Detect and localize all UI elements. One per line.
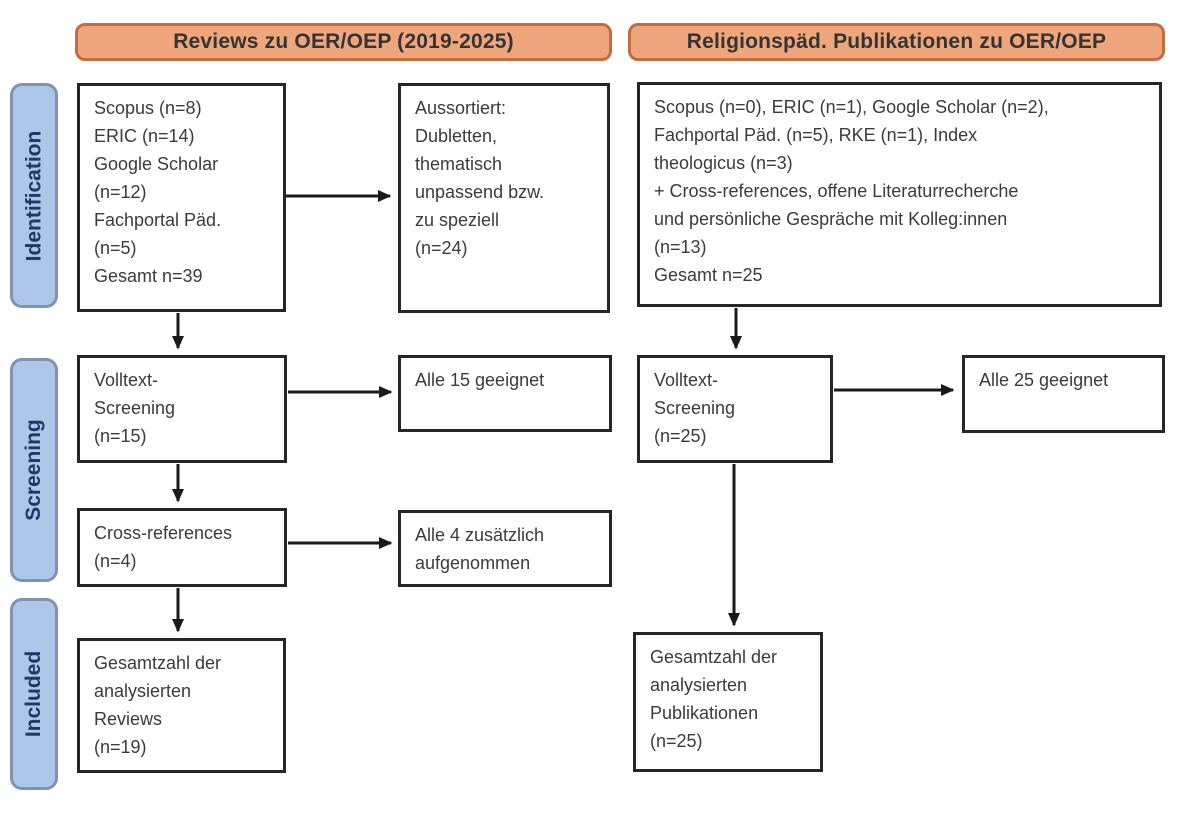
- box-fulltext-result-publications: Alle 25 geeignet: [962, 355, 1165, 433]
- stage-label-included-text: Included: [22, 650, 45, 738]
- box-included-publications: Gesamtzahl der analysierten Publikatione…: [633, 632, 823, 772]
- box-cross-references: Cross-references (n=4): [77, 508, 287, 587]
- box-excluded-duplicates: Aussortiert: Dubletten, thematisch unpas…: [398, 83, 610, 313]
- stage-label-identification: Identification: [10, 83, 58, 308]
- box-included-reviews: Gesamtzahl der analysierten Reviews (n=1…: [77, 638, 286, 773]
- stage-label-identification-text: Identification: [22, 130, 46, 261]
- column-header-publications: Religionspäd. Publikationen zu OER/OEP: [628, 23, 1165, 61]
- stage-label-screening: Screening: [10, 358, 58, 582]
- box-fulltext-screening-reviews: Volltext- Screening (n=15): [77, 355, 287, 463]
- stage-label-screening-text: Screening: [22, 419, 46, 521]
- box-identification-sources-reviews: Scopus (n=8) ERIC (n=14) Google Scholar …: [77, 83, 286, 312]
- box-cross-references-result: Alle 4 zusätzlich aufgenommen: [398, 510, 612, 587]
- box-fulltext-screening-publications: Volltext- Screening (n=25): [637, 355, 833, 463]
- stage-label-included: Included: [10, 598, 58, 790]
- box-identification-sources-publications: Scopus (n=0), ERIC (n=1), Google Scholar…: [637, 82, 1162, 307]
- column-header-reviews: Reviews zu OER/OEP (2019-2025): [75, 23, 612, 61]
- box-fulltext-result-reviews: Alle 15 geeignet: [398, 355, 612, 432]
